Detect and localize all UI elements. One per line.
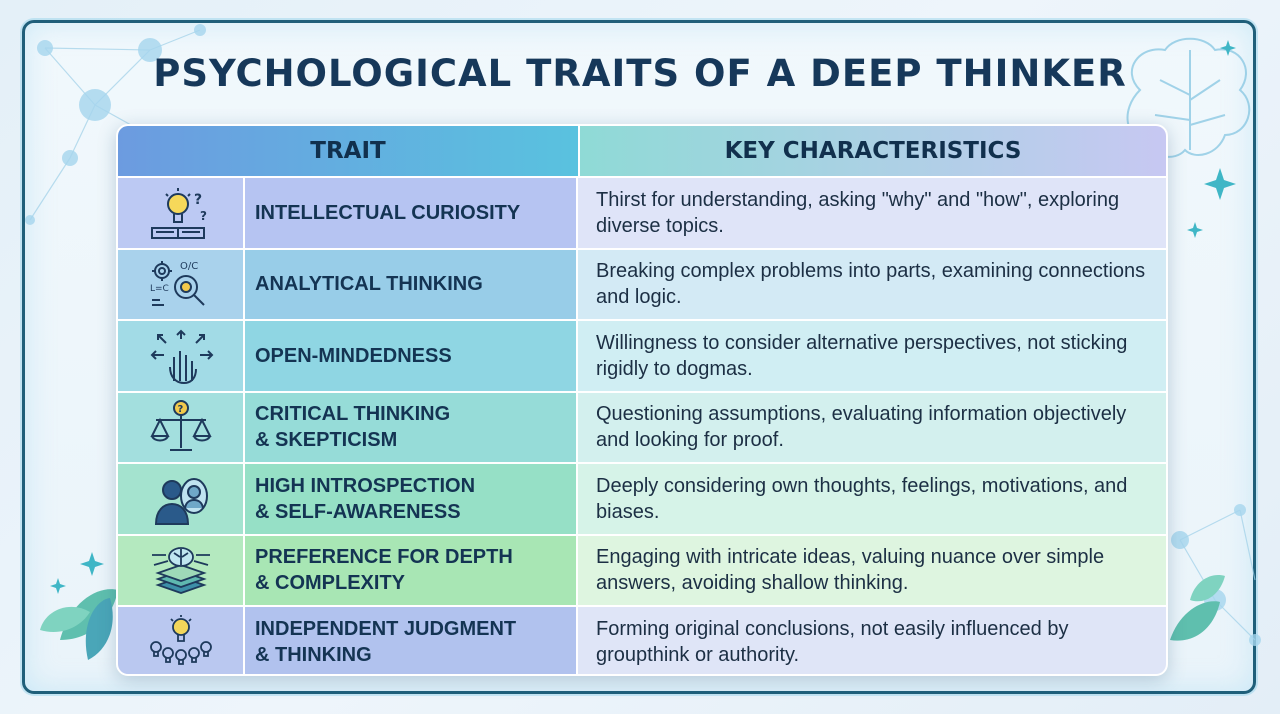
trait-label: ANALYTICAL THINKING — [255, 273, 483, 296]
description-text: Questioning assumptions, evaluating info… — [596, 403, 1127, 452]
trait-label: PREFERENCE FOR DEPTH & COMPLEXITY — [255, 546, 513, 595]
table-header: TRAIT KEY CHARACTERISTICS — [118, 126, 1166, 178]
trait-label: CRITICAL THINKING & SKEPTICISM — [255, 403, 451, 452]
trait-label: HIGH INTROSPECTION & SELF-AWARENESS — [255, 474, 476, 523]
trait-label: INTELLECTUAL CURIOSITY — [255, 201, 521, 224]
trait-label: OPEN-MINDEDNESS — [255, 344, 452, 367]
table-row: ? CRITICAL THINKING & SKEPTICISM Questio… — [118, 392, 1166, 464]
table-row: PREFERENCE FOR DEPTH & COMPLEXITY Engagi… — [118, 535, 1166, 607]
description-text: Thirst for understanding, asking "why" a… — [596, 188, 1120, 237]
description-cell: Thirst for understanding, asking "why" a… — [578, 178, 1166, 248]
description-text: Engaging with intricate ideas, valuing n… — [596, 546, 1105, 595]
description-cell: Questioning assumptions, evaluating info… — [578, 392, 1166, 462]
trait-cell: ANALYTICAL THINKING — [245, 249, 578, 319]
description-cell: Engaging with intricate ideas, valuing n… — [578, 535, 1166, 605]
person-mirror-icon — [154, 477, 208, 525]
icon-cell — [118, 607, 245, 674]
table-row: HIGH INTROSPECTION & SELF-AWARENESS Deep… — [118, 464, 1166, 536]
icon-cell: ? — [118, 392, 245, 462]
lightbulb-book-question-icon: ? ? — [150, 187, 207, 239]
description-cell: Willingness to consider alternative pers… — [578, 321, 1166, 391]
table-row: OPEN-MINDEDNESS Willingness to consider … — [118, 321, 1166, 393]
description-text: Deeply considering own thoughts, feeling… — [596, 474, 1128, 523]
traits-table: TRAIT KEY CHARACTERISTICS ? ? INTELLECTU… — [116, 124, 1168, 676]
table-row: O/C L=C ANALYTICAL THINKING Breaking com… — [118, 249, 1166, 321]
description-cell: Forming original conclusions, not easily… — [578, 607, 1166, 674]
trait-cell: PREFERENCE FOR DEPTH & COMPLEXITY — [245, 535, 578, 605]
trait-cell: CRITICAL THINKING & SKEPTICISM — [245, 392, 578, 462]
header-characteristics: KEY CHARACTERISTICS — [580, 126, 1166, 176]
svg-text:L=C: L=C — [150, 284, 169, 294]
trait-label: INDEPENDENT JUDGMENT & THINKING — [255, 617, 517, 666]
icon-cell: ? ? — [118, 178, 245, 248]
trait-cell: INTELLECTUAL CURIOSITY — [245, 178, 578, 248]
trait-cell: HIGH INTROSPECTION & SELF-AWARENESS — [245, 464, 578, 534]
icon-cell — [118, 535, 245, 605]
svg-text:O/C: O/C — [180, 261, 198, 272]
gears-magnifier-icon: O/C L=C — [150, 261, 205, 307]
lightbulb-group-icon — [149, 614, 212, 665]
description-text: Willingness to consider alternative pers… — [596, 331, 1128, 380]
icon-cell — [118, 321, 245, 391]
description-cell: Breaking complex problems into parts, ex… — [578, 249, 1166, 319]
brain-layers-icon — [151, 547, 210, 595]
description-text: Breaking complex problems into parts, ex… — [596, 260, 1146, 309]
svg-text:?: ? — [200, 209, 207, 223]
table-row: INDEPENDENT JUDGMENT & THINKING Forming … — [118, 607, 1166, 674]
table-row: ? ? INTELLECTUAL CURIOSITY Thirst for un… — [118, 178, 1166, 250]
icon-cell — [118, 464, 245, 534]
balance-scale-question-icon: ? — [149, 400, 212, 452]
description-text: Forming original conclusions, not easily… — [596, 617, 1069, 666]
header-trait: TRAIT — [118, 126, 580, 176]
svg-text:?: ? — [194, 192, 202, 208]
svg-text:?: ? — [177, 404, 183, 415]
trait-cell: OPEN-MINDEDNESS — [245, 321, 578, 391]
hand-arrows-icon — [150, 329, 213, 384]
description-cell: Deeply considering own thoughts, feeling… — [578, 464, 1166, 534]
trait-cell: INDEPENDENT JUDGMENT & THINKING — [245, 607, 578, 674]
page-title: PSYCHOLOGICAL TRAITS OF A DEEP THINKER — [153, 52, 1127, 95]
icon-cell: O/C L=C — [118, 249, 245, 319]
